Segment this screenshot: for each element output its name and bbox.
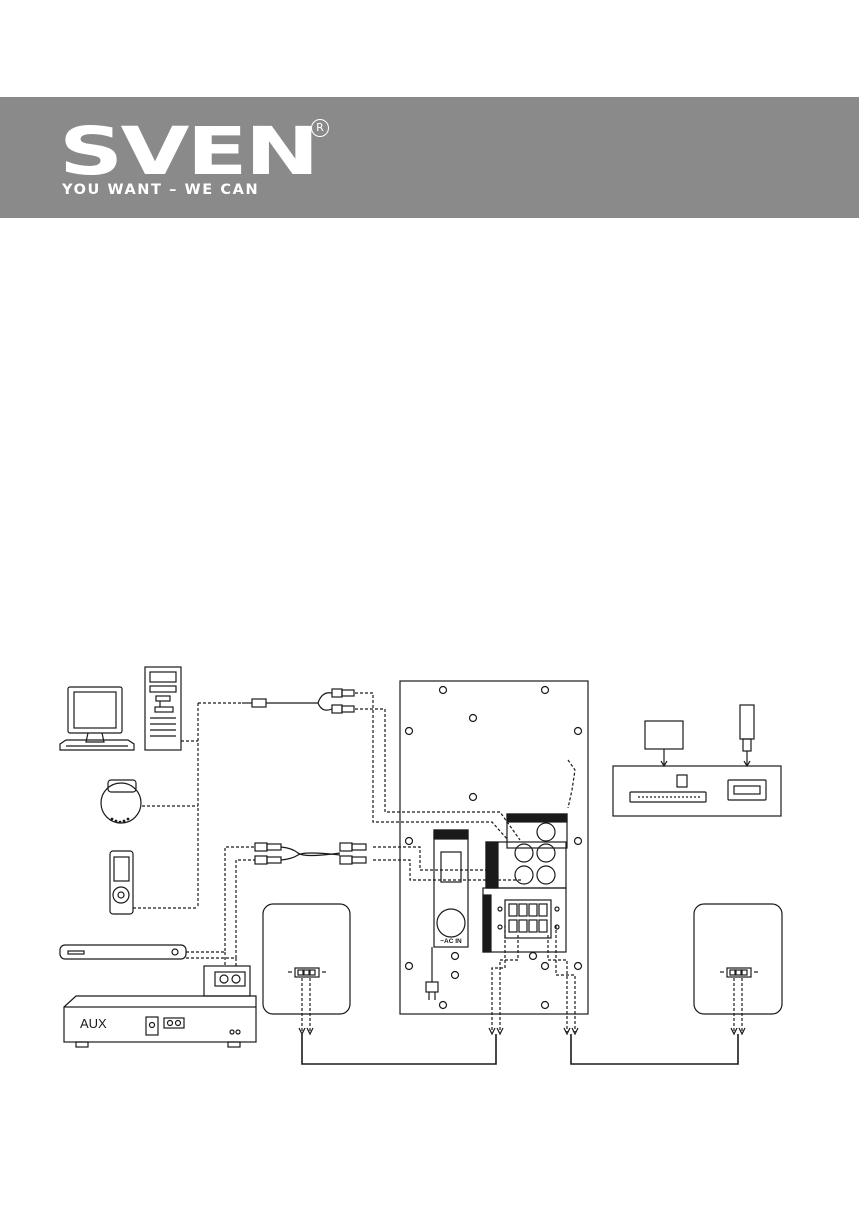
tv-tuner-aux-box-icon xyxy=(64,966,256,1047)
cable-arrows xyxy=(299,1028,745,1034)
pc-monitor-icon xyxy=(60,687,134,750)
ac-in-label: ~AC IN xyxy=(440,938,462,945)
aux-label: AUX xyxy=(80,1016,107,1031)
minijack-plug-icon xyxy=(242,689,354,713)
subwoofer-rear-panel xyxy=(400,681,588,1014)
mp3-player-icon xyxy=(110,851,133,914)
speaker-cables xyxy=(302,1034,738,1064)
dvd-player-icon xyxy=(60,945,186,959)
rca-cable-icon xyxy=(255,843,366,864)
input-cables xyxy=(133,693,742,1032)
pc-tower-icon xyxy=(145,667,181,750)
right-satellite-speaker-icon xyxy=(694,904,782,1014)
left-satellite-speaker-icon xyxy=(263,904,350,1014)
front-panel-sd-usb-inset xyxy=(613,705,781,816)
cd-player-icon xyxy=(101,780,141,823)
